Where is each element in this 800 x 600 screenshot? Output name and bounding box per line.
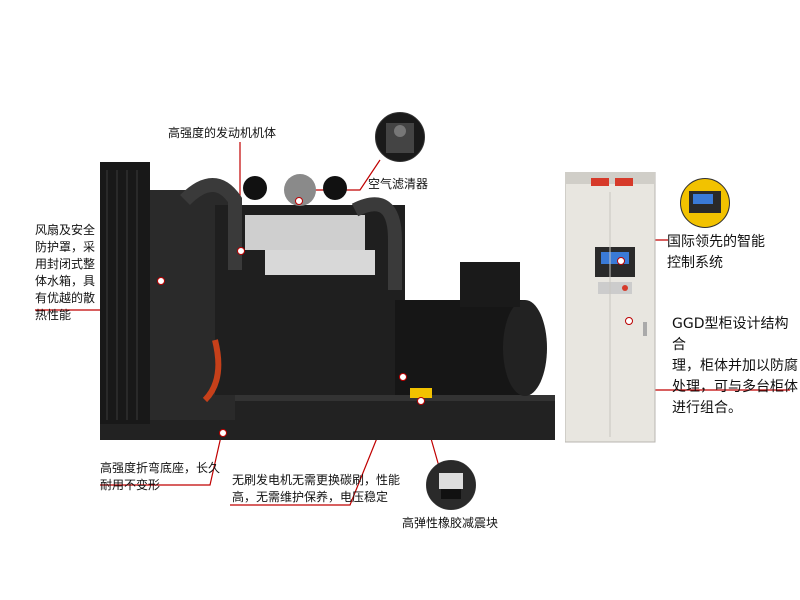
- dot-rubber: [417, 397, 425, 405]
- air-filter-detail-icon: [375, 112, 425, 162]
- dot-ggd: [625, 317, 633, 325]
- terminal-box: [460, 262, 520, 307]
- ggd-control-cabinet: [565, 172, 656, 443]
- dot-engine: [237, 247, 245, 255]
- dot-air-filter: [295, 197, 303, 205]
- dot-controller: [617, 257, 625, 265]
- label-fan-guard: 风扇及安全 防护罩，采 用封闭式整 体水箱，具 有优越的散 热性能: [35, 223, 96, 322]
- label-rubber-mount: 高弹性橡胶减震块: [402, 516, 499, 530]
- dot-alternator: [399, 373, 407, 381]
- controller-detail-icon: [680, 178, 730, 228]
- line-base: [100, 431, 223, 486]
- label-engine-block: 高强度的发动机机体: [168, 126, 277, 140]
- label-ggd-cabinet: GGD型柜设计结构合 理，柜体并加以防腐 处理，可与多台柜体 进行组合。: [672, 316, 798, 416]
- label-controller: 国际领先的智能 控制系统: [667, 234, 765, 271]
- diesel-generator-set: [100, 162, 555, 440]
- dot-base: [219, 429, 227, 437]
- label-alternator: 无刷发电机无需更换碳刷，性能 高，无需维护保养，电压稳定: [232, 473, 401, 504]
- dot-fan: [157, 277, 165, 285]
- radiator: [100, 162, 150, 424]
- label-base: 高强度折弯底座，长久 耐用不变形: [100, 461, 221, 492]
- engine-cover-plate: [245, 215, 365, 250]
- rubber-mount-detail-icon: [426, 460, 476, 510]
- air-filter-body: [284, 174, 316, 206]
- label-air-filter: 空气滤清器: [368, 177, 429, 191]
